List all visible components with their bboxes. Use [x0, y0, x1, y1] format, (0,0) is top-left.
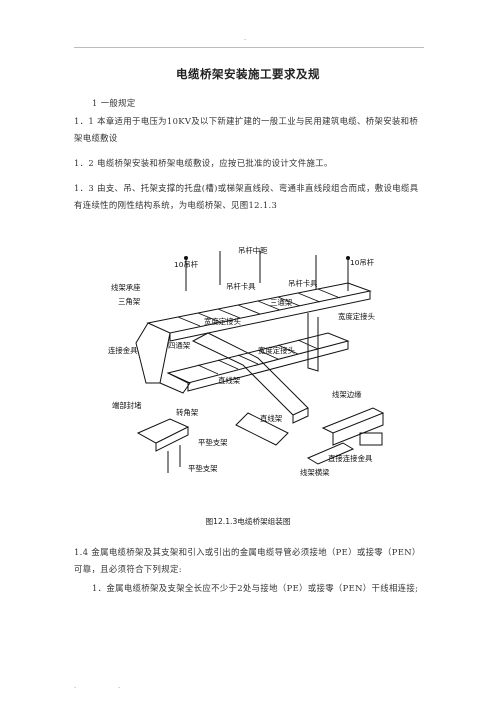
paragraph-1-3: 1．3 由支、吊、托架支撑的托盘(槽)或梯架直线段、弯通非直线段组合而成，敷设电… [74, 183, 419, 210]
section-heading: 1 一般规定 [92, 98, 136, 108]
label-flat-support-2: 平垫支架 [188, 464, 218, 473]
label-elbow: 转角架 [176, 408, 199, 417]
label-clamp-right: 吊杆卡具 [288, 279, 318, 288]
label-flat-support-1: 平垫支架 [198, 438, 228, 447]
lower-tray [235, 412, 289, 446]
label-width-joint-2: 宽度定接头 [338, 312, 375, 321]
bottom-tray [136, 418, 190, 444]
label-straight-connector: 直接连接金具 [328, 454, 373, 463]
label-three-way: 三通架 [270, 298, 293, 307]
label-crossbar: 线架承座 [111, 283, 141, 292]
left-tray [135, 322, 171, 384]
label-four-way: 四通架 [168, 341, 191, 350]
label-straight-2: 直线架 [260, 414, 283, 423]
edge-detail [321, 407, 385, 434]
label-rod-spacing: 吊杆中距 [238, 246, 268, 255]
top-tray-side [169, 291, 371, 342]
cable-tray-diagram: 10吊杆 吊杆中距 10吊杆 吊杆卡具 吊杆卡具 线架承座 三角架 三通架 宽度… [108, 246, 385, 477]
label-width-joint-3: 宽度定接头 [258, 346, 295, 355]
riser [307, 313, 319, 372]
connector-detail [359, 432, 383, 446]
cross-tray-side [292, 408, 309, 424]
label-width-joint-1: 宽度定接头 [204, 317, 241, 326]
label-rod-right: 10吊杆 [350, 258, 375, 267]
paragraph-1-4-item-1: 1．金属电缆桥架及支架全长应不少于2处与接地（PE）或接零（PEN）干线相连接; [92, 583, 419, 593]
label-rod-left: 10吊杆 [174, 260, 199, 269]
paragraph-1-2: 1．2 电缆桥架安装和桥架电缆敷设，应按已批准的设计文件施工。 [74, 158, 333, 168]
cross-plate-detail [306, 442, 355, 465]
top-tray [146, 282, 372, 334]
paragraph-1-4: 1.4 金属电缆桥架及其支架和引入或引出的金属电缆导管必须接地（PE）或接零（P… [74, 547, 421, 574]
label-edge: 线架边缘 [332, 390, 362, 399]
footer-dot-left: . [74, 682, 77, 690]
middle-tray-side [187, 341, 349, 392]
label-connector: 连接金具 [108, 346, 138, 355]
paragraph-1-1: 1．1 本章适用于电压为10KV及以下新建扩建的一般工业与民用建筑电缆、桥架安装… [74, 116, 419, 143]
label-cross-plate: 线架横梁 [300, 468, 330, 477]
header-dot: . [244, 34, 247, 42]
label-tee: 三角架 [118, 297, 141, 306]
label-end-cap: 端部封堵 [112, 401, 142, 410]
header-rule [74, 47, 424, 48]
figure-caption: 图12.1.3电缆桥架组装图 [205, 517, 291, 526]
label-clamp-left: 吊杆卡具 [226, 282, 256, 291]
page-title: 电缆桥架安装施工要求及规 [176, 67, 320, 81]
footer-dot-right: . [118, 682, 121, 690]
label-straight-1: 直线架 [218, 376, 241, 385]
